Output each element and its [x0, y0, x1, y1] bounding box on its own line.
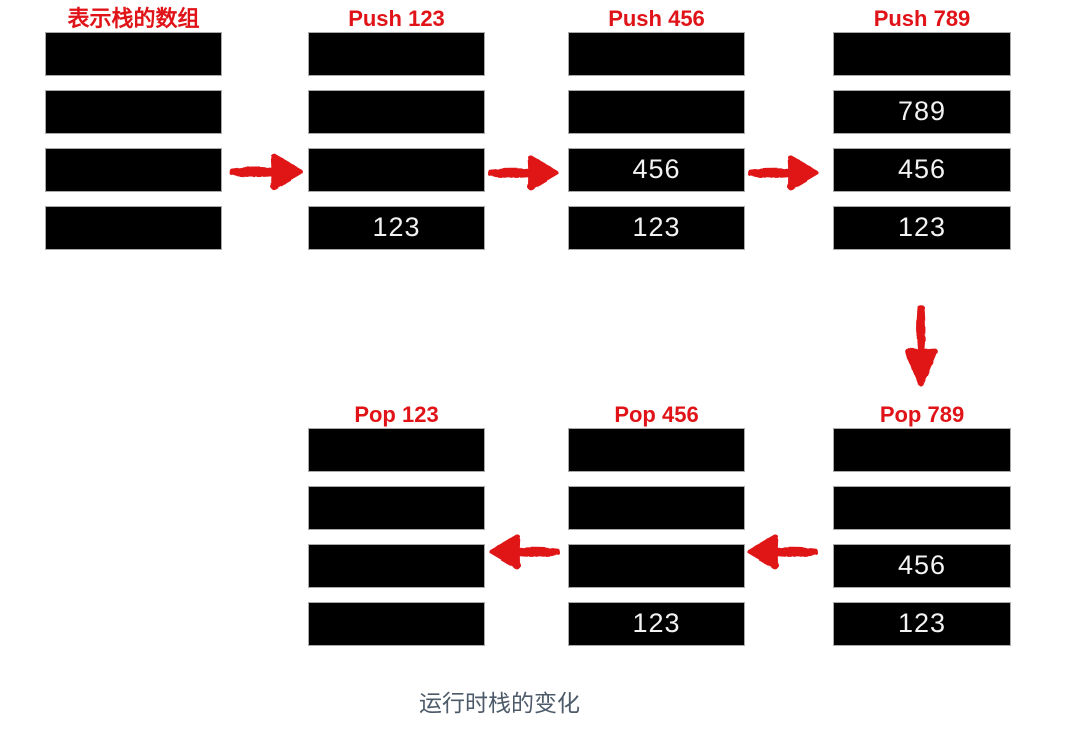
stack-label: 表示栈的数组 — [67, 6, 200, 31]
stack-slot — [308, 428, 485, 472]
stack-slot — [308, 544, 485, 588]
stack-slot: 123 — [833, 206, 1011, 250]
stack-slot: 123 — [308, 206, 485, 250]
stack-slot: 789 — [833, 90, 1011, 134]
arrow-left-icon — [487, 527, 561, 577]
stack-label: Push 123 — [348, 6, 445, 31]
stack-slot — [568, 428, 745, 472]
diagram-caption: 运行时栈的变化 — [419, 690, 580, 716]
stack-label: Pop 456 — [614, 402, 699, 427]
stack-label: Push 456 — [608, 6, 705, 31]
stack-pop-789: Pop 789 456 123 — [833, 402, 1011, 660]
stack-label: Pop 123 — [354, 402, 439, 427]
stack-slot — [568, 90, 745, 134]
arrow-right-icon — [228, 147, 306, 197]
stack-label: Push 789 — [873, 6, 971, 31]
stack-label: Pop 789 — [879, 402, 965, 427]
stack-slot — [45, 32, 222, 76]
stack-slot — [308, 486, 485, 530]
stack-slot — [568, 32, 745, 76]
stack-slot — [45, 206, 222, 250]
stack-slot: 123 — [568, 602, 745, 646]
stack-pop-456: Pop 456 123 — [568, 402, 745, 660]
arrow-left-icon — [745, 527, 819, 577]
stack-slot: 123 — [833, 602, 1011, 646]
stack-slot — [45, 90, 222, 134]
stack-slot: 123 — [568, 206, 745, 250]
stack-slot: 456 — [568, 148, 745, 192]
stack-push-789: Push 789 789 456 123 — [833, 6, 1011, 264]
stack-slot — [568, 544, 745, 588]
stack-slot — [833, 32, 1011, 76]
arrow-right-icon — [487, 148, 561, 198]
stack-slot — [833, 428, 1011, 472]
stack-pop-123: Pop 123 — [308, 402, 485, 660]
stack-push-123: Push 123 123 — [308, 6, 485, 264]
stack-slot: 456 — [833, 148, 1011, 192]
stack-slot — [308, 602, 485, 646]
stack-slot: 456 — [833, 544, 1011, 588]
stack-slot — [45, 148, 222, 192]
stack-slot — [833, 486, 1011, 530]
stack-slot — [308, 32, 485, 76]
arrow-right-icon — [747, 148, 821, 198]
stack-slot — [308, 148, 485, 192]
arrow-down-icon — [897, 302, 945, 391]
stack-push-456: Push 456 456 123 — [568, 6, 745, 264]
stack-slot — [568, 486, 745, 530]
stack-initial-array: 表示栈的数组 — [45, 6, 222, 264]
stack-slot — [308, 90, 485, 134]
